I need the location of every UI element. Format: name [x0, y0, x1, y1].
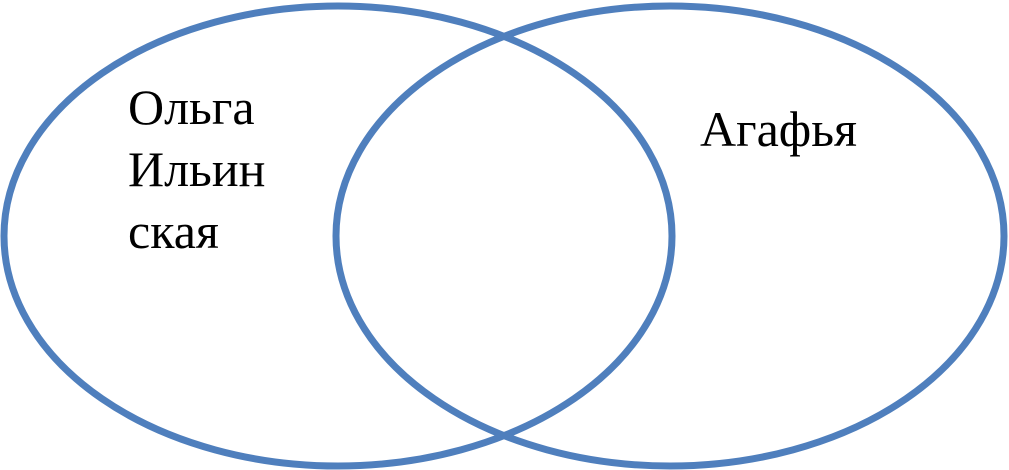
- left-set-label-line-3: ская: [128, 203, 219, 259]
- left-set-ellipse: [0, 2, 676, 470]
- right-set-ellipse: [332, 2, 1008, 470]
- right-set-label: Агафья: [700, 98, 857, 160]
- left-set-label-line-1: Ольга: [128, 79, 255, 135]
- left-set-label-line-2: Ильин: [128, 141, 266, 197]
- right-set-label-line-1: Агафья: [700, 101, 858, 157]
- left-set-label: Ольга Ильин ская: [128, 76, 265, 262]
